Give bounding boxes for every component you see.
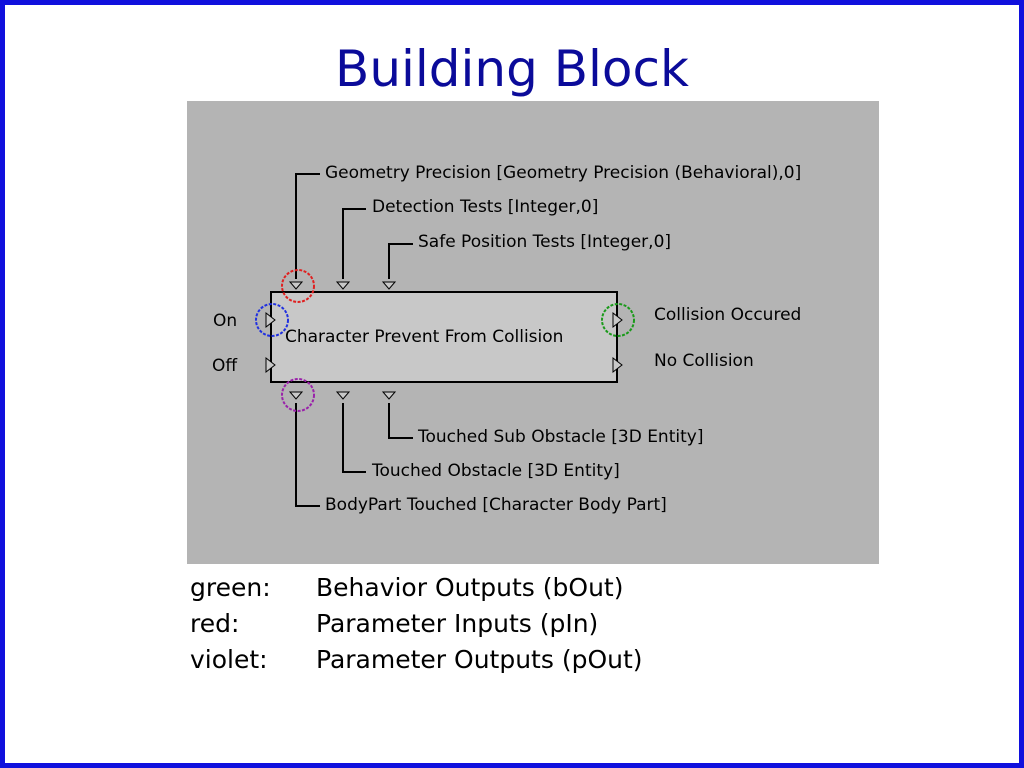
highlight-bout-circle xyxy=(601,303,635,337)
pout-touched-obstacle-icon[interactable] xyxy=(335,391,351,400)
pin-label-geometry-precision: Geometry Precision [Geometry Precision (… xyxy=(325,163,801,183)
legend-key: red: xyxy=(190,609,240,638)
pout-label-bodypart-touched: BodyPart Touched [Character Body Part] xyxy=(325,495,667,515)
pout-bodypart-touched-icon[interactable] xyxy=(288,391,304,400)
bin-label-off: Off xyxy=(212,356,238,376)
building-block-diagram: Character Prevent From Collision Geometr… xyxy=(187,101,879,564)
pin-safe-position-tests-icon[interactable] xyxy=(381,281,397,290)
bin-off-icon[interactable] xyxy=(265,356,276,374)
legend-desc: Behavior Outputs (bOut) xyxy=(316,573,624,602)
pin-line-geometry-precision xyxy=(295,173,320,279)
slide-title: Building Block xyxy=(335,40,689,98)
pin-line-detection-tests xyxy=(342,208,366,279)
legend-key: violet: xyxy=(190,645,268,674)
legend-desc: Parameter Inputs (pIn) xyxy=(316,609,599,638)
pin-label-safe-position-tests: Safe Position Tests [Integer,0] xyxy=(418,232,671,252)
pin-geometry-precision-icon[interactable] xyxy=(288,281,304,290)
bout-no-collision-icon[interactable] xyxy=(612,356,623,374)
legend-desc: Parameter Outputs (pOut) xyxy=(316,645,643,674)
block-name: Character Prevent From Collision xyxy=(285,327,563,347)
bout-label-collision-occured: Collision Occured xyxy=(654,305,801,325)
highlight-pin-circle xyxy=(281,269,315,303)
pout-label-touched-obstacle: Touched Obstacle [3D Entity] xyxy=(371,461,620,481)
pin-label-detection-tests: Detection Tests [Integer,0] xyxy=(372,197,598,217)
highlight-bin-circle xyxy=(255,303,289,337)
pout-line-bodypart-touched xyxy=(295,403,320,507)
pout-touched-sub-obstacle-icon[interactable] xyxy=(381,391,397,400)
pout-label-touched-sub-obstacle: Touched Sub Obstacle [3D Entity] xyxy=(417,427,703,447)
bout-label-no-collision: No Collision xyxy=(654,351,754,371)
pout-line-touched-sub-obstacle xyxy=(388,403,413,439)
bin-label-on: On xyxy=(213,311,237,331)
pin-detection-tests-icon[interactable] xyxy=(335,281,351,290)
pin-line-safe-position-tests xyxy=(388,243,413,279)
bout-collision-occured-icon[interactable] xyxy=(612,311,623,329)
bin-on-icon[interactable] xyxy=(265,311,276,329)
block-body xyxy=(270,291,618,383)
pout-line-touched-obstacle xyxy=(342,403,366,473)
legend-key: green: xyxy=(190,573,271,602)
highlight-pout-circle xyxy=(281,378,315,412)
